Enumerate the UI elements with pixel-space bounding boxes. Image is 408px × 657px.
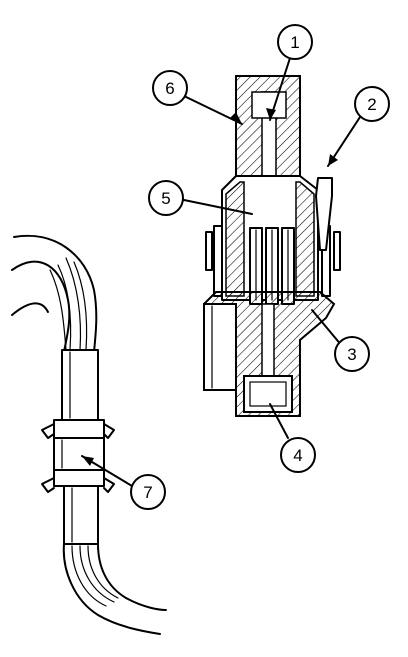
callout-1: 1 bbox=[277, 24, 313, 60]
callout-6: 6 bbox=[152, 70, 188, 106]
leader-5 bbox=[183, 199, 253, 215]
callout-4-label: 4 bbox=[293, 446, 302, 465]
splice-clip bbox=[41, 419, 115, 493]
callout-4: 4 bbox=[280, 437, 316, 473]
connector-cross-section bbox=[203, 75, 341, 417]
callout-5-label: 5 bbox=[161, 189, 170, 208]
callout-7: 7 bbox=[130, 474, 166, 510]
leader-6 bbox=[183, 95, 243, 125]
callout-1-label: 1 bbox=[290, 33, 299, 52]
callout-3: 3 bbox=[334, 336, 370, 372]
lower-insulation-sleeve bbox=[63, 485, 99, 545]
callout-5: 5 bbox=[148, 180, 184, 216]
leader-3 bbox=[311, 309, 343, 347]
cable-assembly bbox=[11, 234, 167, 635]
callout-3-label: 3 bbox=[347, 345, 356, 364]
leader-4 bbox=[269, 403, 289, 439]
callout-2: 2 bbox=[354, 86, 390, 122]
leader-lines bbox=[81, 57, 363, 487]
upper-insulation-sleeve bbox=[61, 349, 99, 421]
callout-7-label: 7 bbox=[143, 483, 152, 502]
callout-2-label: 2 bbox=[367, 95, 376, 114]
callout-6-label: 6 bbox=[165, 79, 174, 98]
